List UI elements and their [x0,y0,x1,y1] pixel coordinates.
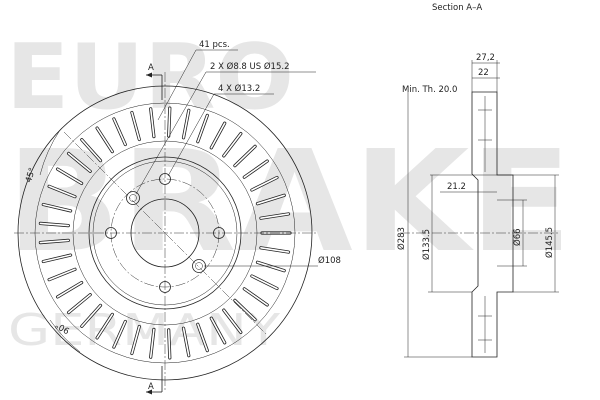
vane-slot [210,122,226,149]
vane-slot [251,275,278,290]
vane-slot [256,194,286,205]
dim-friction: 22 [478,68,489,78]
vane-slot [260,213,290,219]
section-title: Section A–A [432,3,482,13]
vane-slot [67,293,91,314]
vane-slot [42,203,72,212]
vane-slot [182,109,190,139]
vane-slot [96,127,114,153]
vane-slot [131,111,141,141]
vane-slot [131,325,141,355]
front-view: A A 41 pcs. 2 X Ø8.8 US Ø15.2 4 X Ø13.2 … [14,40,341,395]
locating-hole-outer-1 [126,191,140,205]
vane-slot [81,304,102,328]
vane-slot [210,317,226,344]
watermark-brake: BRAKE [6,121,572,284]
vane-slot [197,114,209,143]
vane-group [38,106,292,360]
vane-slot [48,185,76,198]
angle-arc-45 [39,129,61,176]
vane-slot [56,168,83,185]
vane-slot [251,176,278,191]
label-bolt-holes: 4 X Ø13.2 [218,83,260,94]
vane-slot [56,281,83,298]
label-small-holes: 2 X Ø8.8 US Ø15.2 [210,61,289,72]
vane-slot [167,329,171,359]
dim-hat-outer: Ø145.5 [544,227,555,258]
vane-slot [67,152,91,173]
locating-hole-inner-1 [129,194,137,202]
vane-slot [234,299,256,321]
section-arrowhead-bottom [146,389,152,395]
vane-slot [39,239,70,244]
leader-vanes [157,49,197,121]
leader-small-holes [135,71,207,195]
dim-offset: 21.2 [447,182,466,192]
label-vanes: 41 pcs. [199,40,230,50]
vane-slot [167,107,171,137]
vane-slot [182,327,190,357]
vane-slot [96,313,114,339]
vane-slot [81,138,102,162]
min-thickness: Min. Th. 20.0 [402,85,457,95]
vane-slot [48,268,76,281]
vane-slot [149,328,155,359]
vane-slot [243,287,269,306]
vane-slot [260,247,290,253]
vane-slot [223,132,242,157]
dim-hat-dia: Ø133.5 [421,229,432,260]
vane-slot [42,254,72,263]
vane-slot [113,118,127,146]
section-marker-bottom: A [148,382,154,392]
vane-slot [197,323,209,352]
vane-slot [113,320,127,348]
label-angle-45: 45° [24,167,38,184]
dim-thickness: 27,2 [476,53,495,63]
leader-bolt-holes [167,93,215,177]
section-marker-top: A [148,63,154,73]
vane-slot [243,160,269,178]
vane-slot [39,222,70,227]
vane-slot [256,261,286,272]
vane-slot [223,309,242,334]
vane-slot [149,108,155,138]
label-pcd: Ø108 [318,255,341,266]
watermark-germany: GERMANY [8,305,280,356]
angle-arc-90 [49,319,81,353]
vane-slot [234,145,256,167]
section-view: Section A–A 27,2 22 Min. Th. 20.0 21.2 Ø… [396,3,560,358]
locating-hole-inner-2 [195,262,203,270]
dim-outer-dia: Ø283 [396,227,407,250]
dim-bore: Ø66 [512,228,523,246]
section-arrowhead-top [146,72,152,78]
